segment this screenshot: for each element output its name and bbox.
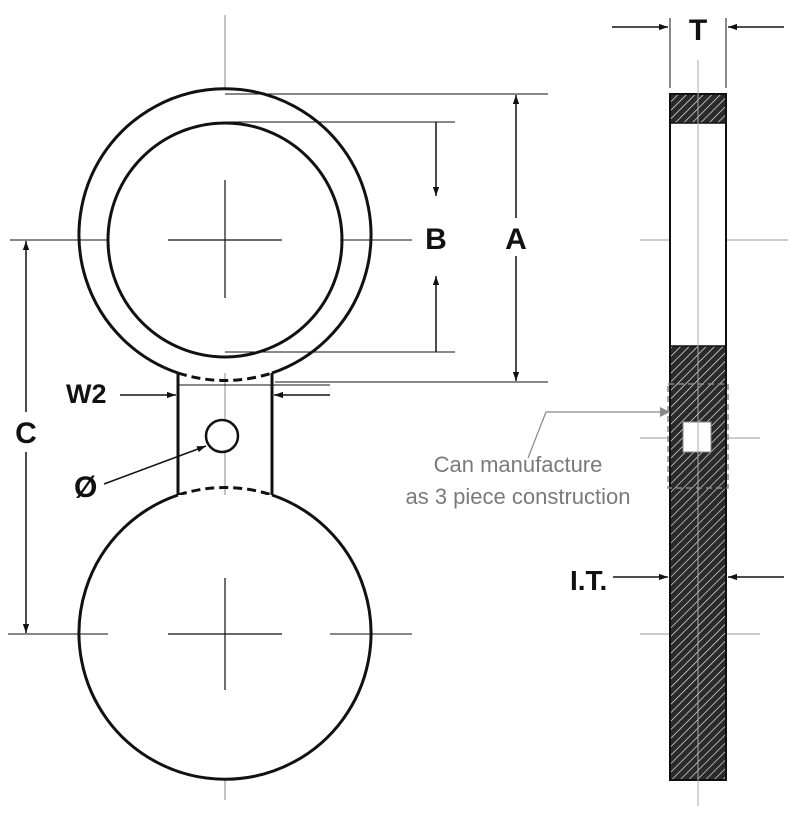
dimension-t-label: T [689,14,707,47]
construction-note-line-1: Can manufacture [434,452,603,477]
upper-ring [77,87,373,375]
dimension-c-label: C [15,417,37,450]
handling-hole [204,418,240,454]
lower-blank [77,493,412,781]
dimension-a-label: A [505,223,527,256]
hole-diameter-leader [103,445,207,485]
dimension-b-label: B [425,223,447,256]
front-view: A B C W2 Ø [8,15,548,800]
dimension-w2-label: W2 [66,379,107,409]
dimension-it-label: I.T. [570,565,607,596]
hole-diameter-label: Ø [74,471,97,504]
side-view: T I.T. [527,14,788,806]
note-leader [527,411,670,459]
web-tie-bar [176,371,330,497]
side-view-hole [682,421,712,453]
construction-note-line-2: as 3 piece construction [405,484,630,509]
